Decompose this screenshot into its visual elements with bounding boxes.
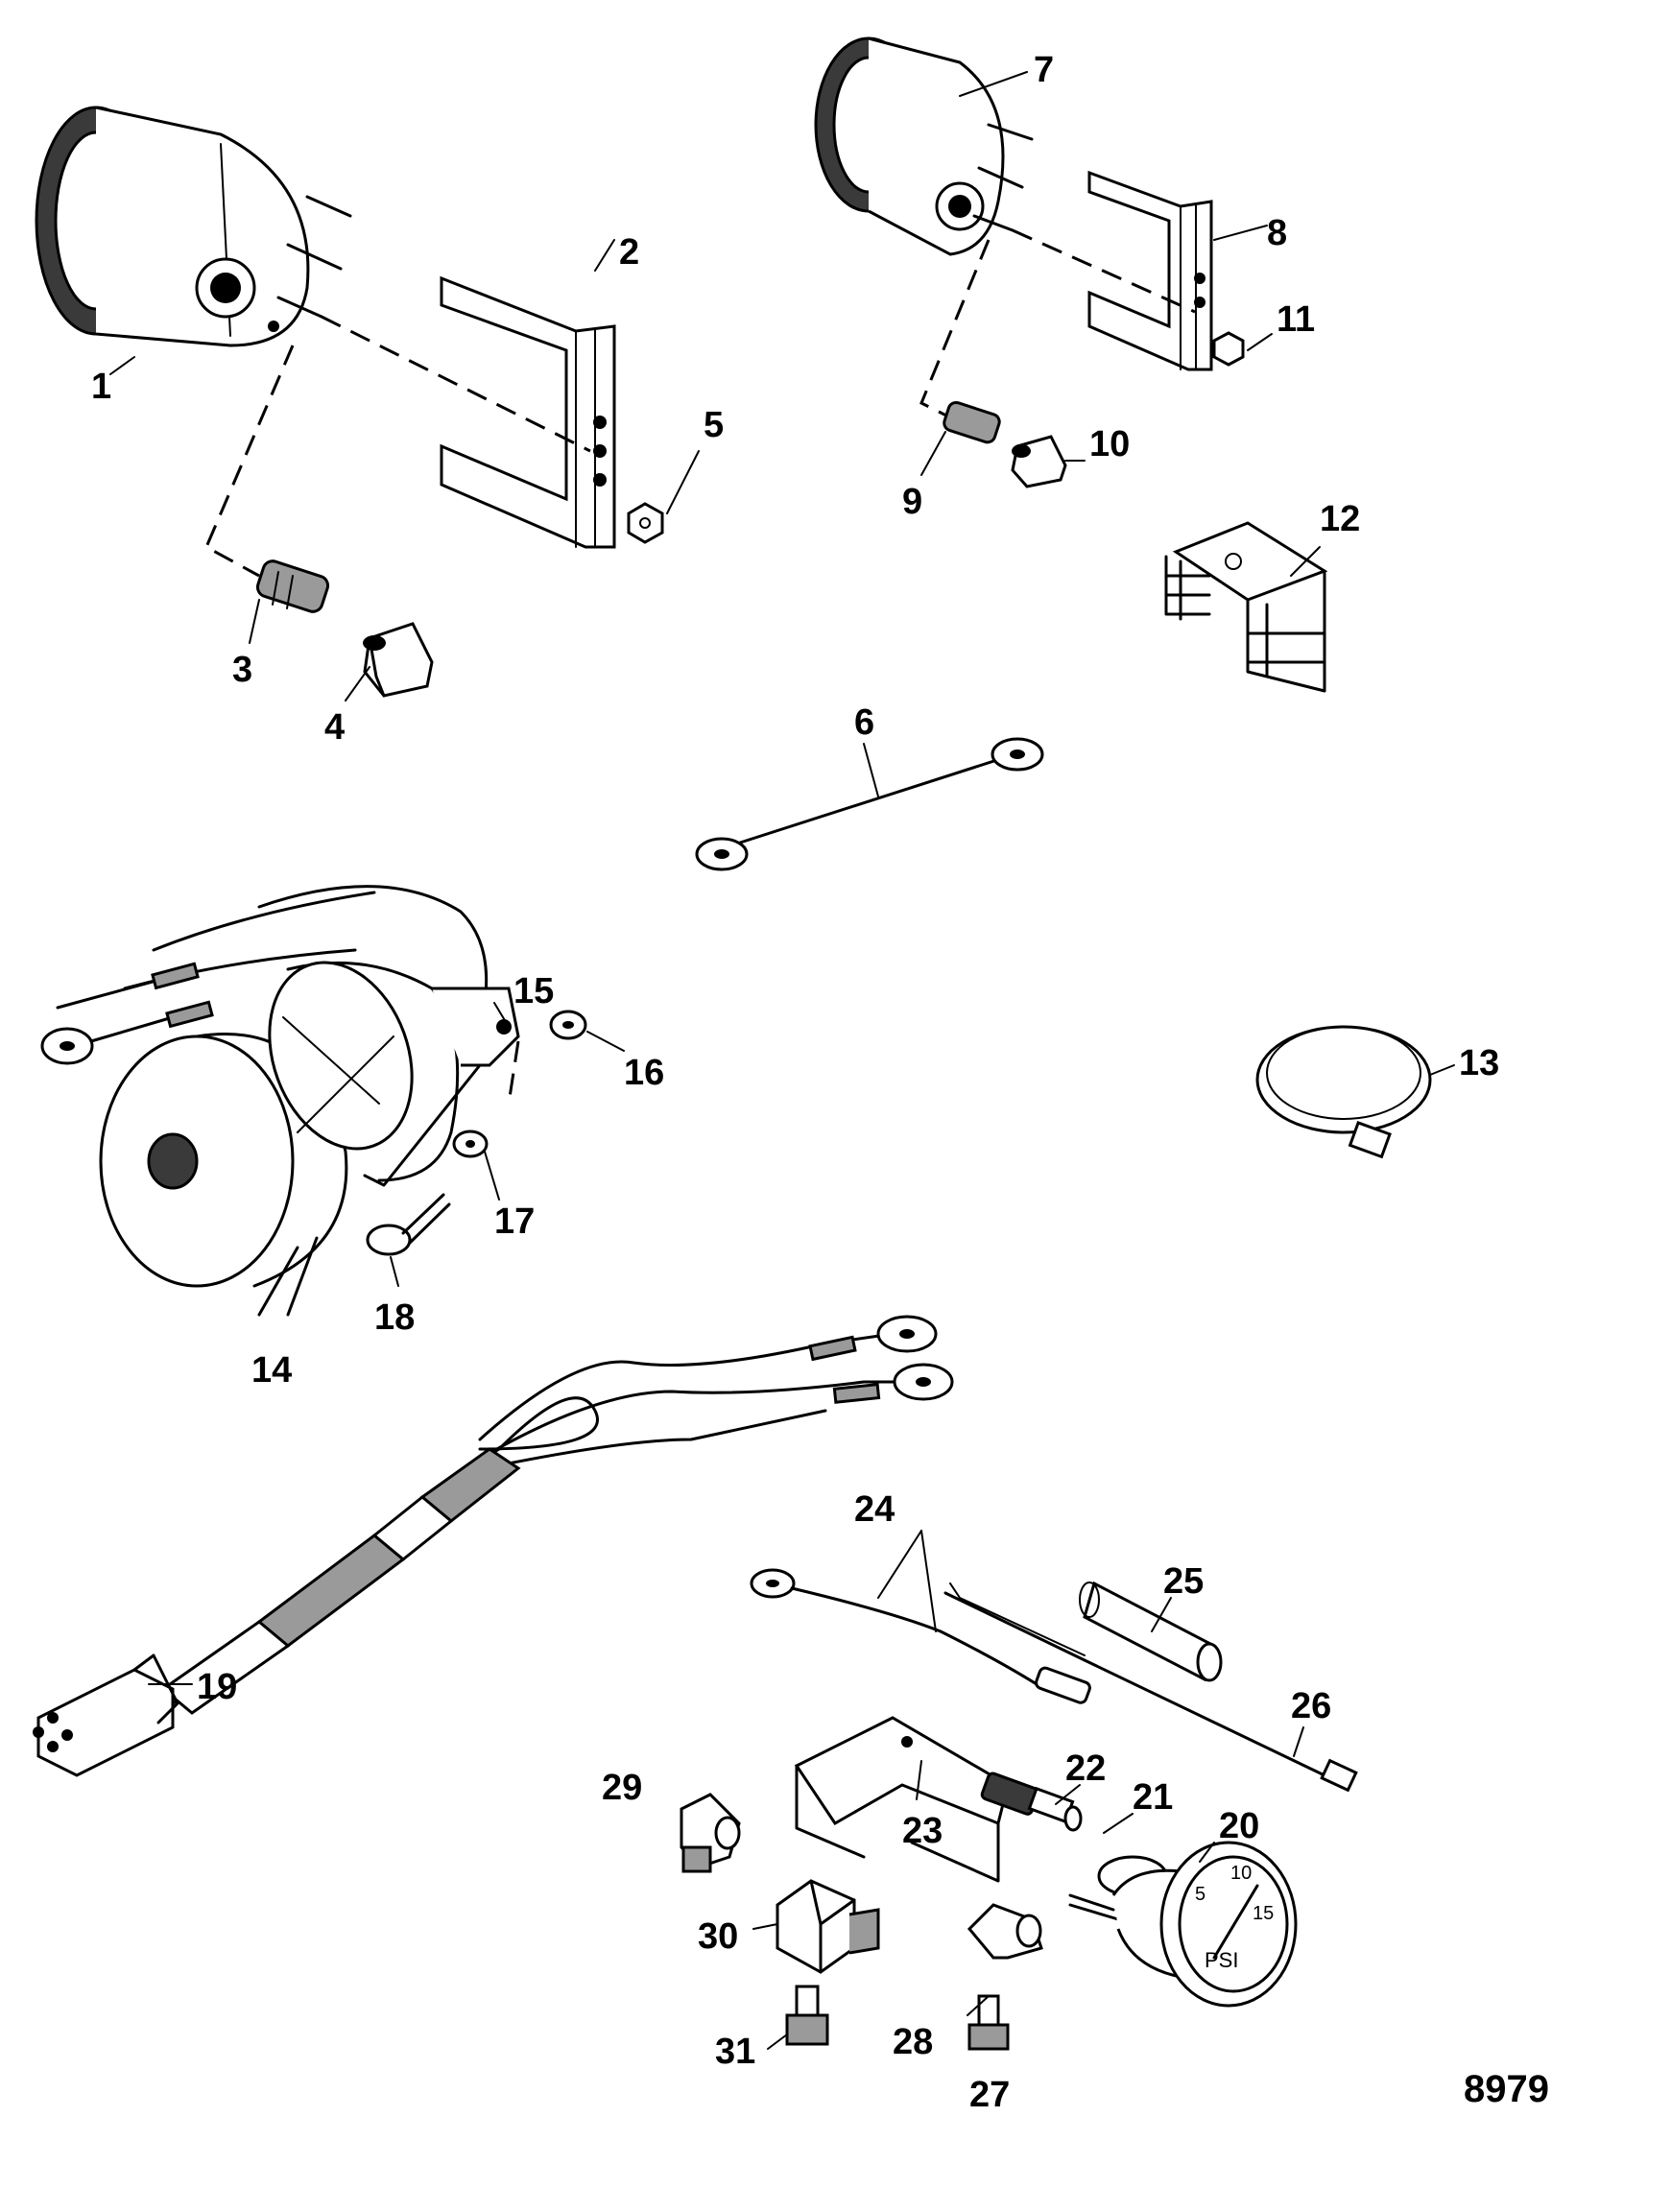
part-4-knob <box>363 622 434 698</box>
callout-28: 28 <box>893 2022 933 2062</box>
gauge-mark-15: 15 <box>1253 1903 1274 1924</box>
callout-22: 22 <box>1065 1748 1106 1789</box>
part-23-bracket <box>794 1716 1010 1883</box>
part-1-gauge <box>35 106 352 347</box>
part-7-gauge <box>814 36 1034 256</box>
callout-31: 31 <box>715 2032 755 2072</box>
callout-8: 8 <box>1267 213 1287 253</box>
callout-17: 17 <box>494 1201 535 1242</box>
part-17-washer <box>452 1040 520 1158</box>
callout-27: 27 <box>969 2075 1010 2115</box>
part-24-lead <box>750 1568 1091 1704</box>
callout-5: 5 <box>704 405 724 445</box>
part-27-plug <box>967 1994 1010 2051</box>
callout-19: 19 <box>197 1667 237 1707</box>
callout-23: 23 <box>902 1811 943 1851</box>
callout-24: 24 <box>854 1489 895 1530</box>
callout-9: 9 <box>902 482 922 522</box>
gauge-unit-label: PSI <box>1205 1948 1238 1972</box>
callout-20: 20 <box>1219 1806 1259 1846</box>
part-6-strap <box>695 737 1044 871</box>
part-16-washer <box>549 1010 587 1040</box>
callout-7: 7 <box>1034 50 1054 90</box>
callout-16: 16 <box>624 1053 664 1093</box>
part-26-probe-wire <box>943 1582 1358 1793</box>
part-25-sleeve <box>1079 1581 1223 1682</box>
callout-26: 26 <box>1291 1686 1331 1726</box>
part-3-socket <box>255 559 330 613</box>
part-9-socket <box>943 400 1001 444</box>
part-12-clip <box>1164 521 1328 693</box>
gauge-mark-5: 5 <box>1195 1884 1206 1905</box>
callout-11: 11 <box>1277 299 1315 340</box>
callout-29: 29 <box>602 1768 642 1808</box>
callout-13: 13 <box>1459 1043 1499 1083</box>
callout-2: 2 <box>619 232 639 273</box>
part-18-screw <box>366 1193 451 1256</box>
part-5-nut <box>627 502 664 544</box>
part-28-elbow <box>967 1903 1043 1960</box>
callout-14: 14 <box>251 1350 292 1391</box>
callout-12: 12 <box>1320 499 1360 539</box>
part-11-nut <box>1212 331 1245 367</box>
callout-3: 3 <box>232 650 252 690</box>
callout-15: 15 <box>513 971 554 1011</box>
callout-18: 18 <box>374 1297 415 1338</box>
leader-lines <box>109 71 1455 2050</box>
assembly-lines-1 <box>204 315 591 578</box>
part-20-pressure-gauge: 5 10 15 PSI <box>1068 1841 1298 2008</box>
part-22-sender <box>980 1772 1083 1832</box>
part-10-knob <box>1011 435 1067 488</box>
part-8-bracket <box>1087 170 1213 371</box>
part-14-15-dual-bracket <box>40 885 520 1317</box>
callout-30: 30 <box>698 1916 738 1957</box>
part-19-harness <box>33 1315 954 1777</box>
part-2-bracket <box>440 275 616 549</box>
part-30-block <box>776 1879 880 1974</box>
callout-1: 1 <box>91 367 111 407</box>
figure-number: 8979 <box>1464 2068 1549 2110</box>
gauge-mark-10: 10 <box>1230 1863 1252 1884</box>
callout-4: 4 <box>324 707 345 748</box>
callout-6: 6 <box>854 702 874 743</box>
part-29-elbow <box>680 1793 741 1873</box>
part-31-fitting <box>785 1985 829 2046</box>
callout-labels: 1 2 3 4 5 6 7 8 9 10 11 12 13 14 15 16 1… <box>91 50 1499 2115</box>
part-13-clamp <box>1255 1025 1432 1159</box>
callout-21: 21 <box>1133 1777 1173 1818</box>
callout-10: 10 <box>1089 424 1130 464</box>
callout-25: 25 <box>1163 1561 1204 1602</box>
